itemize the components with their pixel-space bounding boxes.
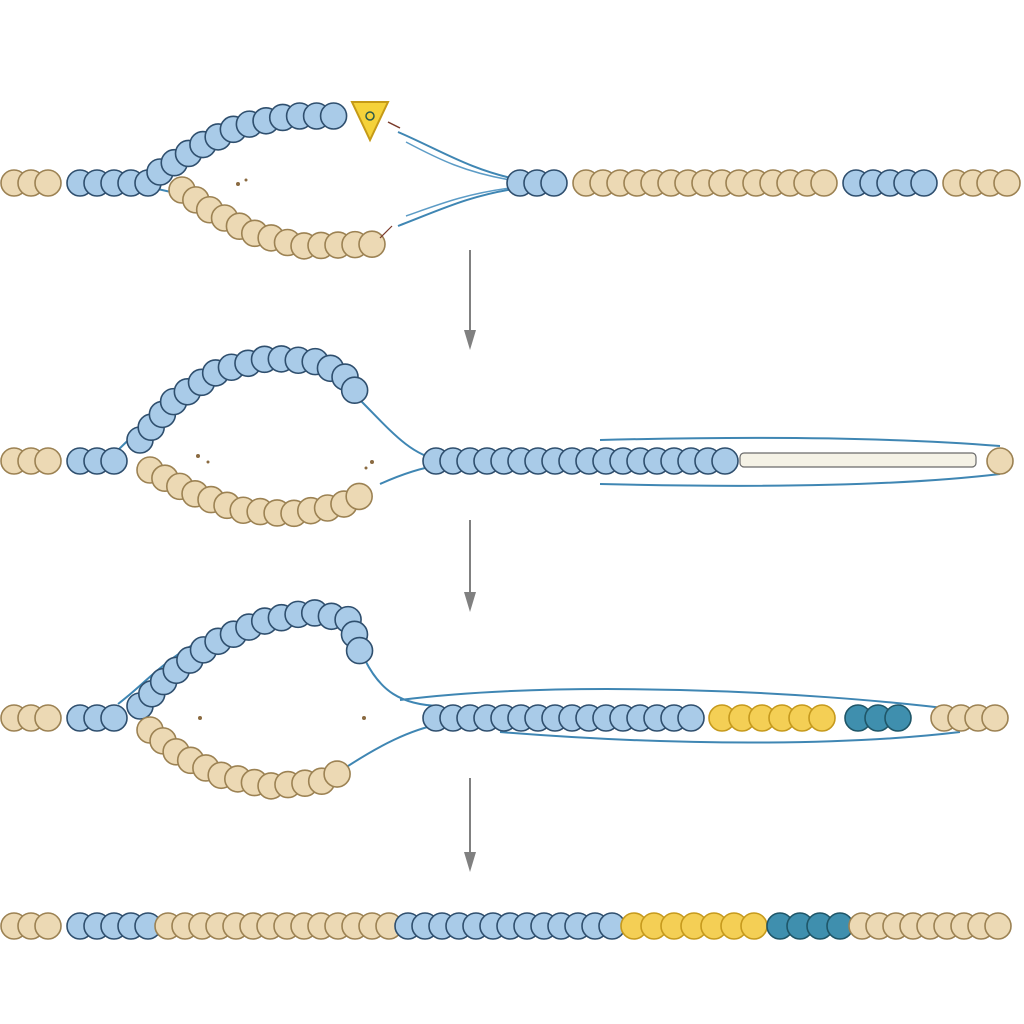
bead-chain (0, 599, 1009, 800)
bead (34, 447, 62, 475)
bead (711, 447, 739, 475)
bead (910, 169, 938, 197)
bead (677, 704, 705, 732)
bead (358, 230, 386, 259)
triangle-marker-icon (350, 101, 401, 143)
strand-line (599, 437, 1001, 447)
bead (34, 704, 62, 732)
bead (100, 704, 128, 732)
bead (340, 376, 369, 404)
strand-line (344, 723, 441, 769)
bead (984, 912, 1012, 940)
bead (345, 636, 374, 665)
panel-3 (0, 599, 1009, 800)
bead (993, 169, 1021, 197)
strand-line (599, 473, 1001, 487)
panel-2 (0, 345, 1014, 528)
bead (540, 169, 568, 197)
bead-chain (0, 102, 1021, 260)
bead-chain (0, 345, 1014, 528)
bead (345, 482, 373, 511)
down-arrow-icon (464, 520, 476, 612)
strand-line (364, 659, 441, 707)
down-arrow-icon (464, 778, 476, 872)
bead-chain (0, 912, 1012, 940)
strand-line (405, 141, 511, 181)
bead (986, 447, 1014, 475)
bead (981, 704, 1009, 732)
bead (100, 447, 128, 475)
bead (34, 169, 62, 197)
panel-1 (0, 101, 1021, 260)
bead (323, 760, 351, 788)
strand-line (397, 187, 521, 227)
panel-4 (0, 912, 1012, 940)
down-arrow-icon (464, 250, 476, 350)
bead (740, 912, 768, 940)
pale-strand (739, 452, 977, 468)
bead (808, 704, 836, 732)
strand-line (499, 731, 961, 744)
strand-line (397, 131, 521, 181)
strand-line (399, 688, 961, 711)
strand-line (405, 187, 511, 217)
bead (319, 102, 348, 130)
bead (884, 704, 912, 732)
bead (34, 912, 62, 940)
bead (810, 169, 838, 197)
